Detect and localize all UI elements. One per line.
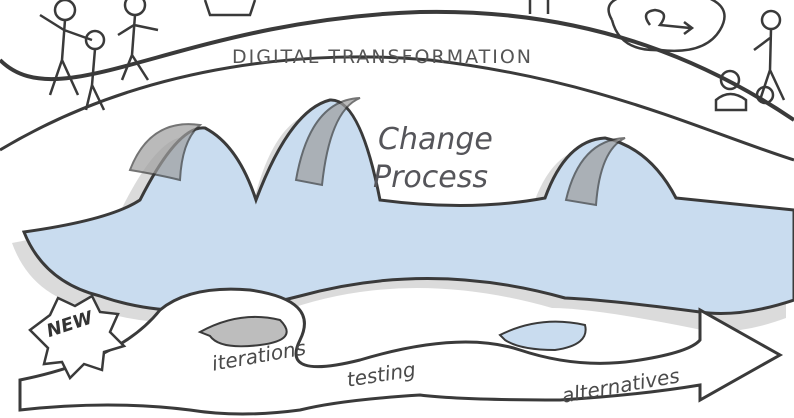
wave-right: [564, 137, 626, 207]
person-left-figures: [39, 0, 159, 111]
center-label-line2: Process: [373, 160, 488, 195]
decor-bits: [203, 0, 550, 17]
transformation-arch: [0, 9, 794, 122]
ribbon-loop-2: [498, 320, 587, 352]
thought-cloud: [607, 0, 726, 52]
progress-ribbon: [18, 287, 784, 416]
banner-title: DIGITAL TRANSFORMATION: [232, 46, 534, 68]
ribbon-loop: [197, 315, 288, 348]
arch-inner-line: [0, 55, 794, 162]
wave-middle: [294, 97, 361, 187]
wave-left: [128, 123, 203, 182]
center-label-line1: Change: [378, 122, 493, 157]
person-right-figures: [714, 9, 786, 112]
new-burst: [28, 294, 127, 381]
